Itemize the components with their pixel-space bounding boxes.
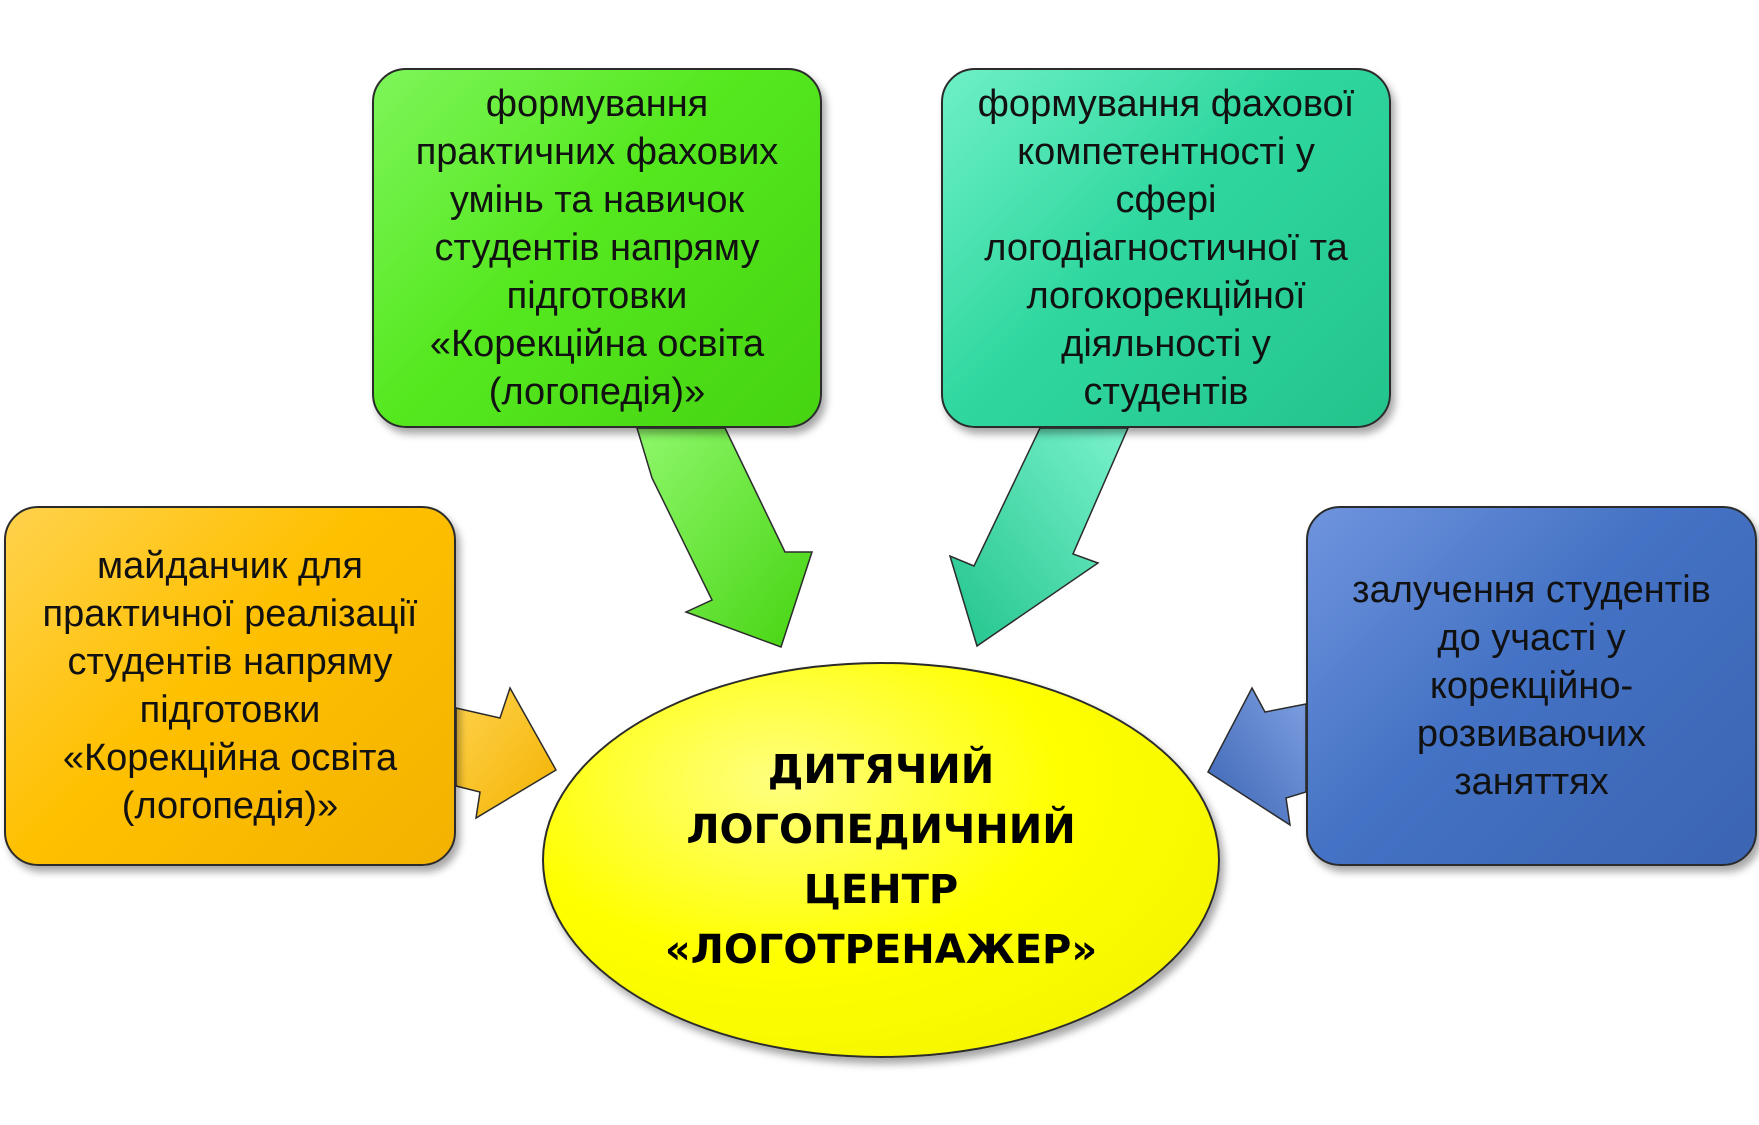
text-line: студентів напряму [434,227,760,269]
text-line: майданчик для [97,545,363,587]
arrow-left [455,686,558,820]
text-line: студентів напряму [67,641,393,683]
box-practical-skills: формування практичних фахових умінь та н… [372,68,822,428]
box-practical-platform: майданчик для практичної реалізації студ… [4,506,456,866]
text-line: формування [485,83,709,125]
center-logotrenazher: ДИТЯЧИЙ ЛОГОПЕДИЧНИЙ ЦЕНТР «ЛОГОТРЕНАЖЕР… [542,662,1220,1058]
text-line: «Корекційна освіта [429,323,765,365]
text-line: «Корекційна освіта [62,737,398,779]
box-professional-competence-text: формування фахової компетентності у сфер… [943,80,1389,416]
center-title-line: ЛОГОПЕДИЧНИЙ [686,807,1076,853]
box-practical-skills-text: формування практичних фахових умінь та н… [374,80,820,416]
text-line: діяльності у [1061,323,1271,365]
box-student-involvement: залучення студентів до участі у корекцій… [1306,506,1757,866]
text-line: формування фахової [977,83,1355,125]
box-student-involvement-text: залучення студентів до участі у корекцій… [1308,566,1755,806]
text-line: практичної реалізації [42,593,418,635]
arrow-top-left [635,427,814,648]
text-line: заняттях [1454,761,1609,803]
text-line: до участі у [1437,617,1626,659]
text-line: умінь та навичок [449,179,745,221]
text-line: компетентності у [1017,131,1315,173]
text-line: практичних фахових [415,131,779,173]
text-line: корекційно- [1429,665,1634,707]
text-line: логокорекційної [1026,275,1306,317]
center-title-line: ЦЕНТР [803,867,959,913]
text-line: (логопедія)» [121,785,339,827]
text-line: підготовки [139,689,321,731]
text-line: (логопедія)» [488,371,706,413]
arrow-top-right [948,427,1130,648]
text-line: підготовки [506,275,688,317]
text-line: логодіагностичної та [984,227,1348,269]
box-practical-platform-text: майданчик для практичної реалізації студ… [6,542,454,830]
text-line: студентів [1083,371,1249,413]
arrow-right [1207,686,1307,827]
box-professional-competence: формування фахової компетентності у сфер… [941,68,1391,428]
text-line: сфері [1115,179,1217,221]
text-line: розвиваючих [1416,713,1647,755]
text-line: залучення студентів [1352,569,1711,611]
center-title-line: «ЛОГОТРЕНАЖЕР» [664,927,1098,973]
center-title: ДИТЯЧИЙ ЛОГОПЕДИЧНИЙ ЦЕНТР «ЛОГОТРЕНАЖЕР… [601,740,1161,980]
center-title-line: ДИТЯЧИЙ [767,747,995,793]
